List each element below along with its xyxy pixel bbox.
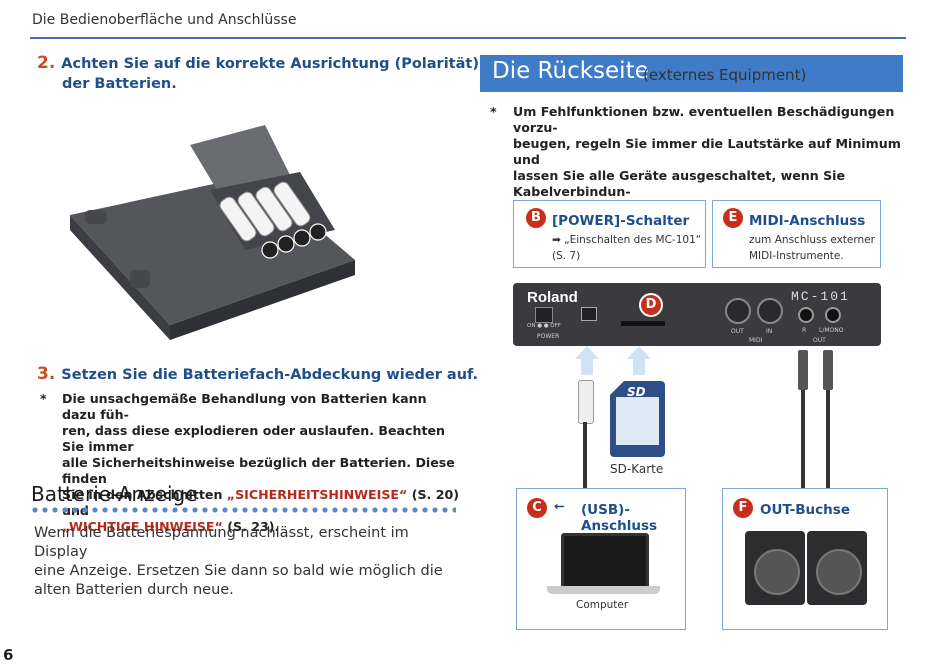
usb-port-title: (USB)-Anschluss (581, 502, 658, 534)
power-switch-title: [POWER]-Schalter (552, 213, 690, 229)
connection-note-line3: lassen Sie alle Geräte ausgeschaltet, we… (513, 168, 846, 199)
usb-icon: ⭠ (554, 499, 565, 514)
speaker-right (807, 531, 867, 605)
mc101-rear-panel: Roland MC-101 ON ● ● OFF POWER D OUT IN … (513, 283, 881, 346)
battery-warning-line3: alle Sicherheitshinweise bezüglich der B… (62, 455, 455, 486)
sd-arrow-icon (627, 346, 651, 359)
usb-plug (578, 380, 594, 424)
audio-cable-l (826, 350, 830, 488)
page-header: Die Bedienoberfläche und Anschlüsse (32, 12, 297, 28)
out-label: OUT (813, 337, 826, 344)
mc101-logo: MC-101 (791, 289, 850, 304)
step-3-text: Setzen Sie die Batteriefach-Abdeckung wi… (61, 367, 479, 383)
battery-indicator-line2: eine Anzeige. Ersetzen Sie dann so bald … (34, 563, 443, 579)
out-jack-box: F OUT-Buchse (722, 488, 888, 630)
usb-port[interactable] (581, 307, 597, 321)
power-label: POWER (537, 333, 560, 340)
out-jack-r[interactable] (798, 307, 814, 323)
sd-card-label-text: SD-Karte (610, 462, 664, 476)
laptop-screen (561, 533, 649, 589)
header-rule (30, 37, 906, 39)
power-switch[interactable] (535, 307, 553, 323)
banner-title: Die Rückseite (492, 58, 649, 84)
sd-card-label (616, 397, 659, 445)
banner-subtitle: (externes Equipment) (643, 66, 807, 84)
usb-arrow-shaft (581, 359, 593, 375)
midi-port-line1: zum Anschluss externer (749, 234, 875, 246)
badge-e: E (723, 208, 743, 228)
battery-warning-line4: Sie in den Abschnitten (62, 487, 227, 502)
out-jack-title: OUT-Buchse (760, 502, 850, 518)
step-2-number: 2. (37, 53, 56, 73)
important-notes-link[interactable]: „WICHTIGE HINWEISE“ (62, 519, 223, 534)
audio-cable-r (801, 350, 805, 488)
power-switch-reference[interactable]: ➡ „Einschalten des MC-101“ (552, 234, 702, 246)
safety-notes-link[interactable]: „SICHERHEITSHINWEISE“ (226, 487, 408, 502)
badge-c: C (527, 498, 547, 518)
connection-note-bullet: * (490, 104, 497, 119)
rear-panel-banner: Die Rückseite (externes Equipment) (480, 55, 903, 92)
connection-note-line2: beugen, regeln Sie immer die Lautstärke … (513, 136, 901, 167)
midi-port-line2: MIDI-Instrumente. (749, 250, 844, 262)
battery-warning: Die unsachgemäße Behandlung von Batterie… (62, 391, 462, 535)
battery-warning-page2: (S. 23). (222, 519, 280, 534)
step-3-number: 3. (37, 364, 56, 384)
step-2-line2: der Batterien. (62, 76, 177, 92)
badge-f: F (733, 498, 753, 518)
power-switch-state-label: ON ● ● OFF (527, 323, 561, 329)
out-jack-l-mono[interactable] (825, 307, 841, 323)
battery-compartment-illustration (70, 125, 355, 340)
step-3: 3. Setzen Sie die Batteriefach-Abdeckung … (37, 364, 478, 385)
midi-in-port[interactable] (757, 298, 783, 324)
out-l-mono-label: L/MONO (819, 327, 844, 334)
midi-in-label: IN (766, 328, 773, 335)
usb-arrow-icon (575, 346, 599, 359)
midi-port-title: MIDI-Anschluss (749, 213, 866, 229)
dotted-divider (30, 507, 456, 513)
step-2: 2. Achten Sie auf die korrekte Ausrichtun… (37, 53, 479, 94)
sd-card: SD (610, 381, 665, 457)
battery-indicator-line3: alten Batterien durch neue. (34, 582, 234, 598)
roland-logo: Roland (527, 289, 578, 306)
battery-indicator-line1: Wenn die Batteriespannung nachlässt, ers… (34, 525, 409, 560)
midi-label: MIDI (749, 337, 763, 344)
sd-card-slot[interactable] (621, 321, 665, 326)
usb-cable (583, 422, 587, 488)
page-number: 6 (3, 646, 14, 664)
usb-port-box: C ⭠ (USB)-Anschluss Computer (516, 488, 686, 630)
midi-out-label: OUT (731, 328, 744, 335)
battery-warning-line2: ren, dass diese explodieren oder auslauf… (62, 423, 445, 454)
connection-note-line1: Um Fehlfunktionen bzw. eventuellen Besch… (513, 104, 895, 135)
midi-out-port[interactable] (725, 298, 751, 324)
battery-indicator-heading: Batterie-Anzeige (31, 482, 198, 506)
power-switch-page: (S. 7) (552, 250, 581, 262)
audio-plug-l (823, 350, 833, 390)
computer-label: Computer (576, 599, 629, 611)
badge-d: D (641, 295, 661, 315)
badge-b: B (526, 208, 546, 228)
speaker-left (745, 531, 805, 605)
step-2-line1: Achten Sie auf die korrekte Ausrichtung … (61, 56, 479, 72)
audio-plug-r (798, 350, 808, 390)
sd-arrow-shaft (633, 359, 645, 375)
battery-warning-line1: Die unsachgemäße Behandlung von Batterie… (62, 391, 427, 422)
power-switch-box: B [POWER]-Schalter ➡ „Einschalten des MC… (513, 200, 706, 268)
midi-port-box: E MIDI-Anschluss zum Anschluss externer … (712, 200, 881, 268)
laptop-base (547, 586, 660, 594)
battery-warning-bullet: * (40, 391, 47, 406)
battery-indicator-text: Wenn die Batteriespannung nachlässt, ers… (34, 524, 454, 600)
speaker-left-cone (754, 549, 800, 595)
out-r-label: R (802, 327, 807, 334)
sd-logo: SD (627, 385, 646, 399)
speaker-right-cone (816, 549, 862, 595)
